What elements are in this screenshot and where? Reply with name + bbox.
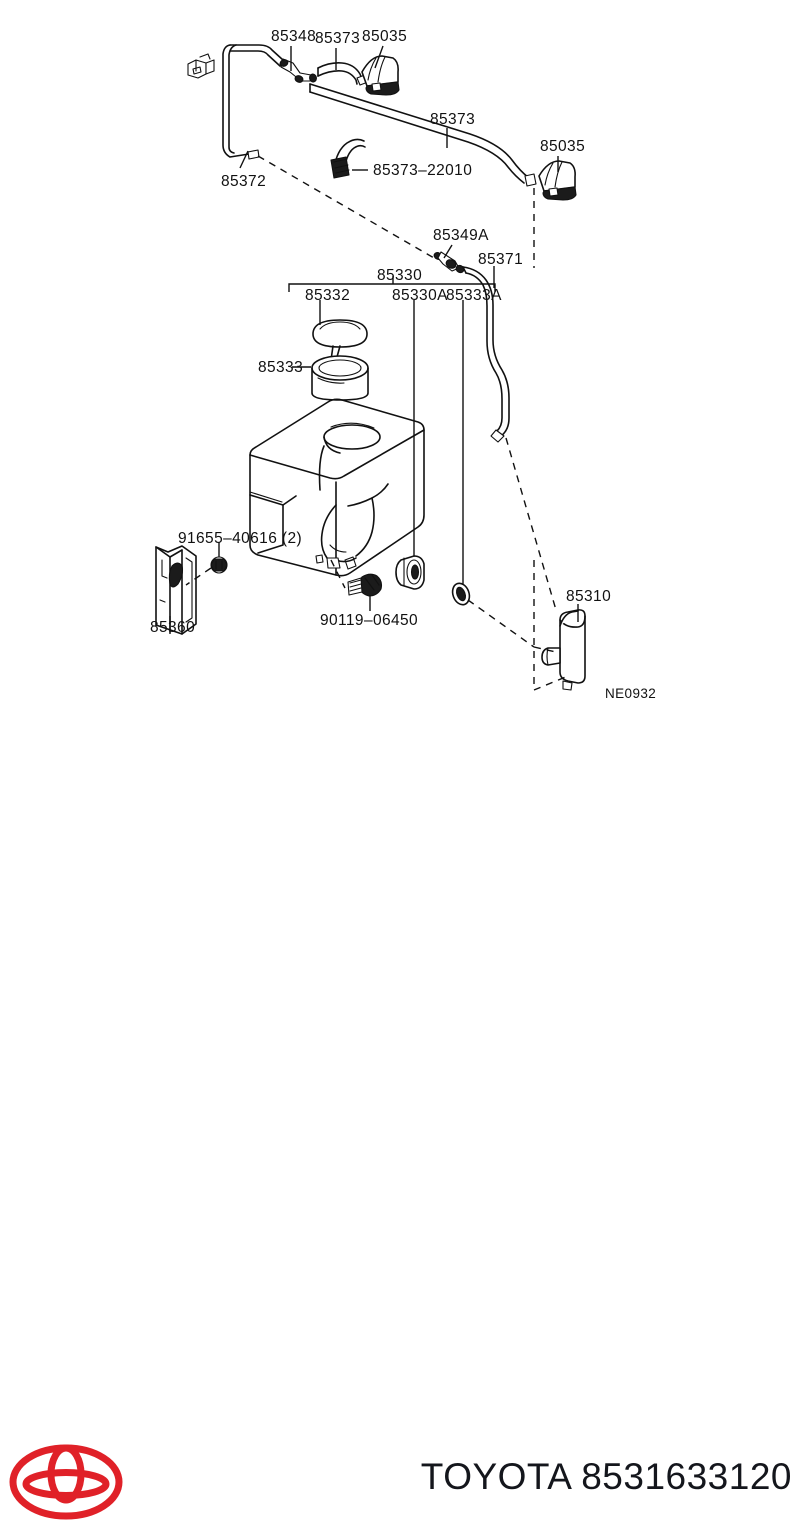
part-label-85372: 85372 (221, 173, 267, 190)
part-label-85348: 85348 (271, 28, 317, 45)
part-85348-joint (279, 58, 317, 83)
hose-clip-icon (187, 53, 215, 79)
pump-dash-left (467, 599, 535, 648)
part-85373-short-hose (317, 62, 369, 86)
part-85373-long-hose (309, 83, 537, 187)
leader-85035-top (374, 45, 384, 69)
diagram-illustration (155, 44, 586, 691)
part-label-85349A: 85349A (433, 227, 489, 244)
part-label-85035-top: 85035 (362, 28, 408, 45)
part-label-85035-right: 85035 (540, 138, 586, 155)
part-85360-bracket (155, 545, 197, 635)
part-label-85333A: 85333A (446, 287, 502, 304)
part-label-85333: 85333 (258, 359, 304, 376)
part-85035-nozzle-left (361, 55, 400, 96)
part-label-85373-main: 85373 (430, 111, 476, 128)
bracket-dash (185, 567, 212, 586)
part-label-85330A: 85330A (392, 287, 448, 304)
part-85035-nozzle-right (538, 160, 577, 201)
diagram-code: NE0932 (605, 686, 657, 701)
part-label-85310: 85310 (566, 588, 612, 605)
part-85373-22010-clamp (330, 138, 366, 179)
leader-85330-bracket (288, 283, 496, 292)
footer-part-number: TOYOTA 8531633120 (420, 1456, 792, 1497)
part-label-85371: 85371 (478, 251, 524, 268)
part-85330A-grommet (395, 555, 425, 590)
part-label-90119-06450: 90119–06450 (320, 612, 419, 629)
leader-85372 (239, 150, 249, 169)
part-85333A-seal (451, 582, 471, 606)
part-label-85332: 85332 (305, 287, 351, 304)
part-label-85373-top: 85373 (315, 30, 361, 47)
toyota-logo-icon (9, 1444, 123, 1520)
part-85372-hose (222, 44, 284, 160)
leader-85349A (443, 244, 453, 259)
part-85330-washer-jar (249, 398, 425, 577)
footer-bar: TOYOTA 8531633120 (0, 720, 800, 1520)
assembly-dash-1 (257, 155, 435, 259)
pump-dash-in (533, 646, 557, 653)
pump-dash-bottom (533, 675, 569, 691)
part-91655-40616-bolt (210, 556, 228, 574)
part-label-91655-40616: 91655–40616 (2) (178, 530, 303, 547)
diagram-canvas: 85348 85373 85035 85373 85035 85372 8537… (0, 0, 800, 720)
part-85333-filler-neck (311, 355, 369, 401)
part-85332-jar-cap (312, 319, 368, 361)
part-85349A-connector (433, 251, 465, 274)
assembly-dash-3 (505, 437, 557, 611)
part-85310-washer-pump (541, 609, 586, 691)
part-label-85330: 85330 (377, 267, 423, 284)
bolt-dash (330, 559, 346, 589)
part-label-85360: 85360 (150, 619, 196, 636)
part-label-85373-22010: 85373–22010 (373, 162, 473, 179)
part-90119-06450-bolt (347, 573, 383, 597)
